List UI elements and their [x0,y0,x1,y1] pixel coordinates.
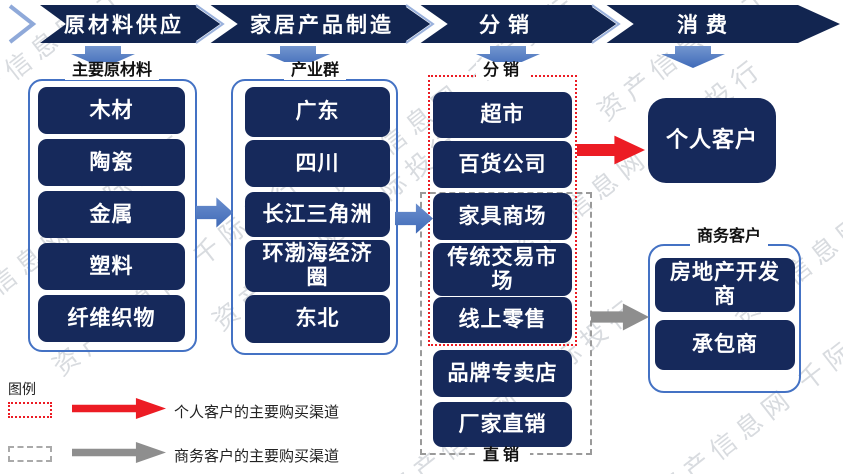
right-arrow-icon [196,197,233,228]
distribution-item: 超市 [433,92,572,138]
cluster-item: 四川 [245,140,390,187]
legend-business-swatch-icon [8,446,52,462]
raw-material-item: 金属 [38,191,185,238]
cluster-item: 环渤海经济圈 [245,240,390,292]
process-banner: 原材料供应 家居产品制造 分销 消费 [8,0,840,68]
legend-business-label: 商务客户的主要购买渠道 [174,448,340,465]
raw-material-item: 纤维织物 [38,295,185,342]
cluster-item: 广东 [245,87,390,137]
banner-separator-line-icon [405,4,435,44]
distribution-title: 分销 [475,62,531,80]
distribution-item: 品牌专卖店 [433,350,572,397]
cluster-item: 长江三角洲 [245,192,390,237]
banner-separator-line-icon [591,4,621,44]
down-arrow-icon [71,46,135,68]
legend-individual-swatch-icon [8,402,52,418]
down-arrow-icon [476,46,540,68]
legend-individual-label: 个人客户的主要购买渠道 [174,404,340,421]
legend-individual-arrow-icon [72,398,166,419]
legend-title: 图例 [8,381,36,397]
business-customers-title: 商务客户 [689,228,769,246]
distribution-item: 家具商场 [433,193,572,240]
cluster-item: 东北 [245,295,390,343]
distribution-item: 线上零售 [433,297,572,343]
banner-separator-icon [592,0,634,50]
business-customer-item: 房地产开发商 [655,258,795,312]
direct-sales-label: 直销 [475,447,531,465]
stage-distribution: 分销 [479,13,537,37]
banner-separator-icon [406,0,448,50]
banner-left-chevron-icon [8,4,37,44]
down-arrow-icon [661,46,725,68]
raw-material-item: 木材 [38,87,185,134]
banner-separator-line-icon [195,4,225,44]
business-customer-item: 承包商 [655,320,795,370]
stage-manufacturing: 家居产品制造 [250,13,394,37]
distribution-item: 厂家直销 [433,402,572,447]
raw-material-item: 陶瓷 [38,139,185,186]
stage-consumption: 消费 [677,13,735,37]
individual-channel-arrow-icon [577,135,645,165]
legend-business-arrow-icon [72,442,166,463]
raw-materials-title: 主要原材料 [64,62,160,80]
raw-material-item: 塑料 [38,243,185,290]
individual-customers-box: 个人客户 [648,98,776,183]
business-channel-arrow-icon [591,303,649,331]
down-arrow-icon [266,46,330,68]
distribution-item: 传统交易市场 [433,243,572,296]
stage-raw-material-supply: 原材料供应 [64,13,184,37]
distribution-item: 百货公司 [433,141,572,188]
banner-separator-icon [196,0,238,50]
clusters-title: 产业群 [283,62,347,80]
